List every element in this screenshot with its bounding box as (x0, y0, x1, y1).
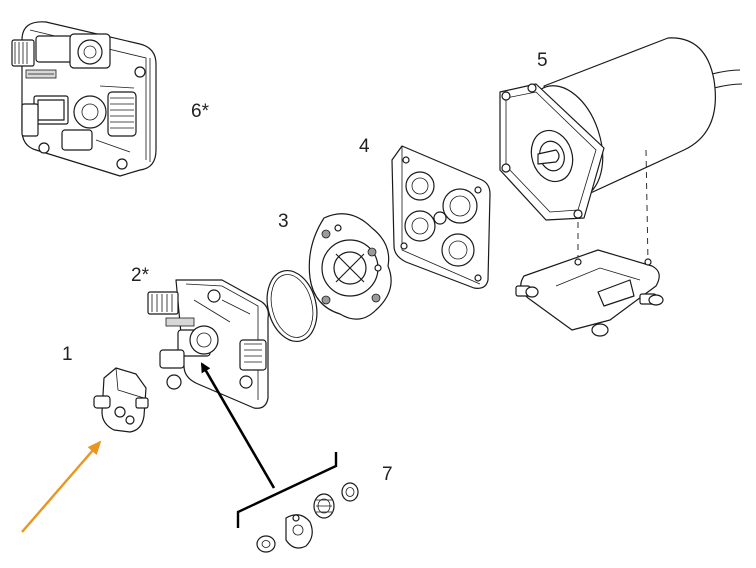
part-5-motor (499, 37, 743, 337)
part-7-valve-parts (256, 482, 359, 553)
callout-3: 3 (278, 211, 289, 232)
part-1-fitting (93, 367, 149, 433)
pointer-arrow (21, 440, 102, 533)
part-2-pump-head (147, 279, 269, 409)
part-6-pump-head-assembly (11, 21, 157, 177)
part-3-diaphragm (308, 213, 392, 320)
callout-1: 1 (62, 344, 73, 365)
callout-4: 4 (359, 136, 370, 157)
callout-6: 6* (191, 101, 209, 122)
callout-7: 7 (382, 464, 393, 485)
callout-5: 5 (537, 50, 548, 71)
part-7-leader-bracket (200, 362, 338, 528)
o-ring (266, 269, 318, 343)
leader-arrow (200, 362, 276, 489)
part-4-valve-housing (391, 145, 491, 289)
callout-2: 2* (131, 265, 149, 286)
